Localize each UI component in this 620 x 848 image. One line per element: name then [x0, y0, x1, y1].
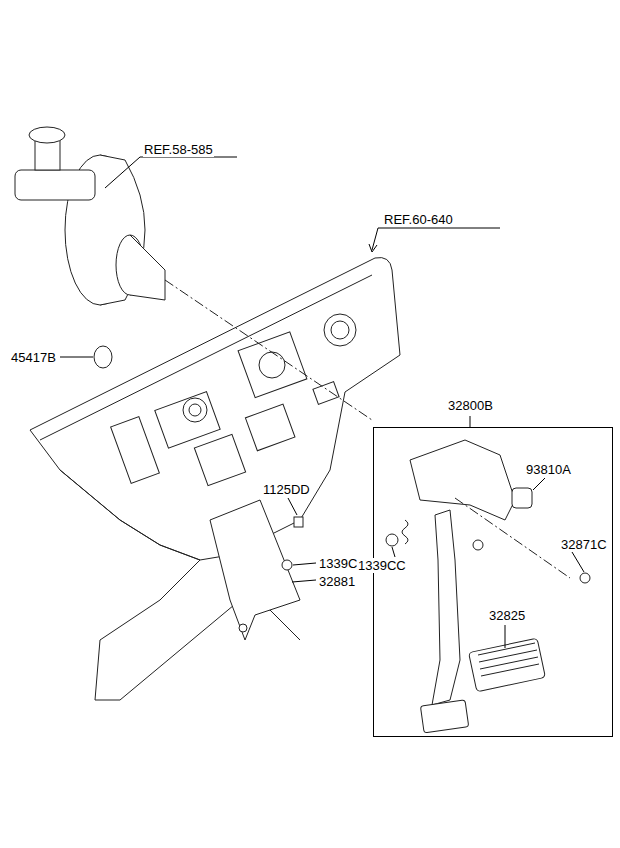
assembly-frame — [373, 427, 613, 737]
callout-number: REF.60-640 — [383, 212, 454, 227]
callout-number: 1125DD — [262, 482, 311, 497]
callout-number: 32871C — [560, 537, 608, 552]
assembly-box: 32800B — [373, 398, 613, 737]
assembly-number: 32800B — [447, 398, 494, 413]
callout-number: 93810A — [525, 462, 572, 477]
callout-number: REF.58-585 — [143, 142, 214, 157]
callout-number: 32825 — [488, 608, 526, 623]
callout-number: 32881 — [318, 574, 356, 589]
callout-number: 1339CC — [357, 558, 407, 573]
callout-number: 45417B — [10, 350, 57, 365]
